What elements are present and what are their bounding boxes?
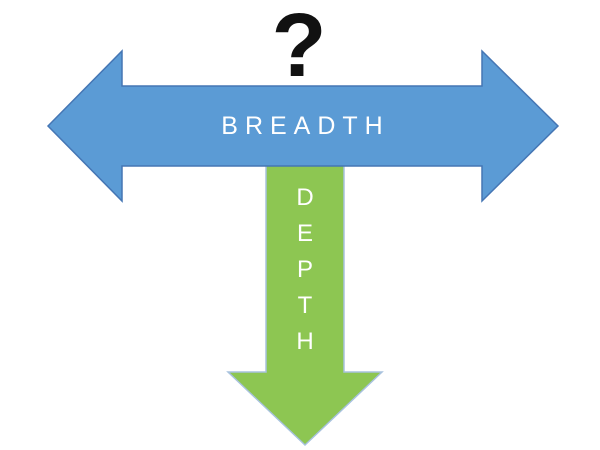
- question-mark: ?: [271, 0, 327, 96]
- depth-letter: T: [297, 292, 313, 319]
- depth-letter: D: [296, 184, 314, 211]
- depth-letter: H: [296, 328, 314, 355]
- depth-arrow-label: D E P T H: [285, 180, 325, 360]
- depth-letter: E: [296, 220, 313, 247]
- breadth-arrow-shape: [46, 49, 560, 203]
- breadth-arrow-label: BREADTH: [221, 112, 390, 140]
- depth-arrow-shape: [226, 159, 384, 447]
- depth-letter: P: [296, 256, 313, 283]
